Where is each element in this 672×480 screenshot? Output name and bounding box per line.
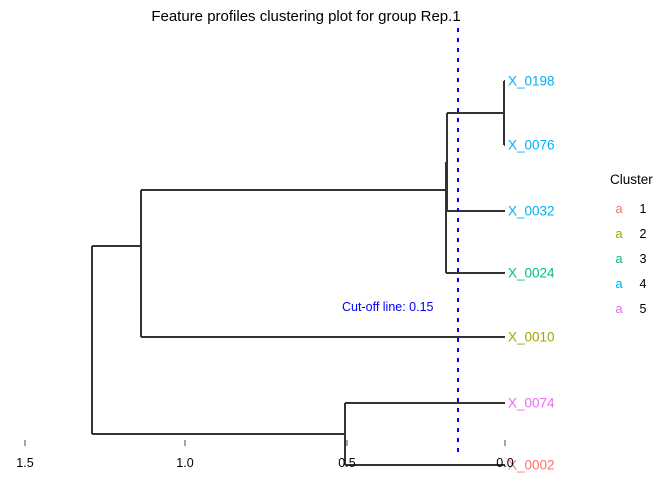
leaf-label-x_0024: X_0024 bbox=[508, 265, 555, 281]
leaf-label-x_0010: X_0010 bbox=[508, 329, 555, 345]
legend-item-label: 1 bbox=[639, 201, 647, 216]
legend-item-label: 3 bbox=[639, 251, 647, 266]
x-axis bbox=[24, 440, 506, 446]
legend-key-glyph-icon: a bbox=[615, 201, 623, 216]
axis-tick-label-1.0: 1.0 bbox=[176, 456, 194, 470]
leaf-label-x_0076: X_0076 bbox=[508, 137, 555, 153]
legend-key-glyph-icon: a bbox=[615, 251, 623, 266]
leaf-label-x_0198: X_0198 bbox=[508, 73, 555, 89]
legend-item-label: 5 bbox=[639, 301, 647, 316]
axis-tick-label-0.5: 0.5 bbox=[338, 456, 356, 470]
leaf-label-x_0032: X_0032 bbox=[508, 203, 555, 219]
leaf-label-x_0002: X_0002 bbox=[508, 457, 555, 473]
axis-tick-label-0.0: 0.0 bbox=[496, 456, 514, 470]
legend-key-glyph-icon: a bbox=[615, 301, 623, 316]
cutoff-line-label: Cut-off line: 0.15 bbox=[342, 300, 434, 314]
dendrogram-branches bbox=[91, 80, 505, 466]
legend-item-label: 4 bbox=[639, 276, 647, 291]
leaf-label-x_0074: X_0074 bbox=[508, 395, 555, 411]
legend-key-glyph-icon: a bbox=[615, 276, 623, 291]
legend-item-label: 2 bbox=[639, 226, 647, 241]
page-title: Feature profiles clustering plot for gro… bbox=[151, 8, 461, 25]
legend-title: Cluster bbox=[610, 172, 653, 187]
legend-key-glyph-icon: a bbox=[615, 226, 623, 241]
axis-tick-label-1.5: 1.5 bbox=[16, 456, 34, 470]
